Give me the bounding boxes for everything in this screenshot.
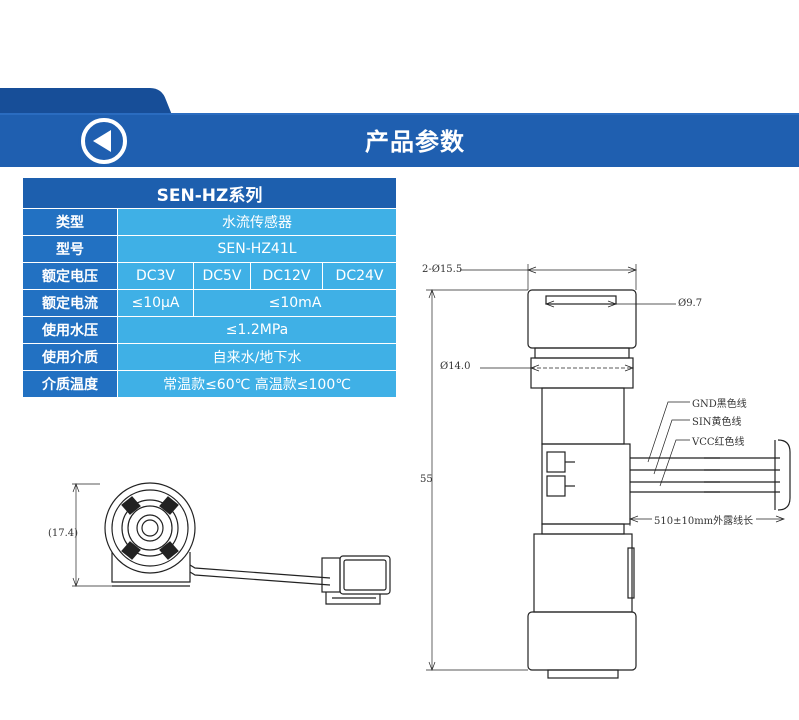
row-value: ≤10μA (117, 289, 194, 317)
dim-height-label: (17.4) (48, 528, 79, 539)
row-value: SEN-HZ41L (116, 235, 398, 263)
wire-length-label: 510±10mm外露线长 (654, 516, 754, 527)
row-value: ≤10mA (192, 289, 398, 317)
back-button[interactable] (78, 115, 130, 167)
table-row: 使用介质 自来水/地下水 (22, 343, 398, 371)
header-banner (0, 88, 799, 167)
table-row: 额定电流 ≤10μA ≤10mA (22, 289, 398, 317)
row-label: 额定电流 (22, 289, 118, 317)
table-row: 使用水压 ≤1.2MPa (22, 316, 398, 344)
dim-body-diameter: Ø14.0 (440, 361, 471, 372)
page-title: 产品参数 (365, 128, 465, 156)
row-value: DC3V (117, 262, 194, 290)
dim-length: 55 (420, 474, 433, 485)
spec-table: SEN-HZ系列 类型 水流传感器 型号 SEN-HZ41L 额定电压 DC3V… (21, 177, 398, 398)
row-value: 自来水/地下水 (116, 343, 398, 371)
wire-sin-label: SIN黄色线 (692, 417, 742, 428)
row-label: 额定电压 (22, 262, 118, 290)
dim-inner-diameter: Ø9.7 (678, 298, 703, 309)
circle-left-arrow-icon (93, 130, 111, 152)
spec-table-title: SEN-HZ系列 (21, 177, 398, 209)
row-label: 使用介质 (22, 343, 118, 371)
table-row: 型号 SEN-HZ41L (22, 235, 398, 263)
wire-gnd-label: GND黑色线 (692, 399, 747, 410)
row-value: 常温款≤60℃ 高温款≤100℃ (116, 370, 398, 398)
table-row: 类型 水流传感器 (22, 208, 398, 236)
dim-top-diameter: 2-Ø15.5 (422, 264, 463, 275)
table-row: 介质温度 常温款≤60℃ 高温款≤100℃ (22, 370, 398, 398)
row-value: DC24V (321, 262, 398, 290)
row-label: 型号 (22, 235, 118, 263)
wire-vcc-label: VCC红色线 (692, 437, 745, 448)
spec-table-header: SEN-HZ系列 (21, 177, 398, 209)
row-label: 介质温度 (22, 370, 118, 398)
side-view-drawing (72, 482, 391, 605)
table-row: 额定电压 DC3V DC5V DC12V DC24V (22, 262, 398, 290)
row-value: DC5V (193, 262, 251, 290)
row-value: 水流传感器 (116, 208, 398, 236)
